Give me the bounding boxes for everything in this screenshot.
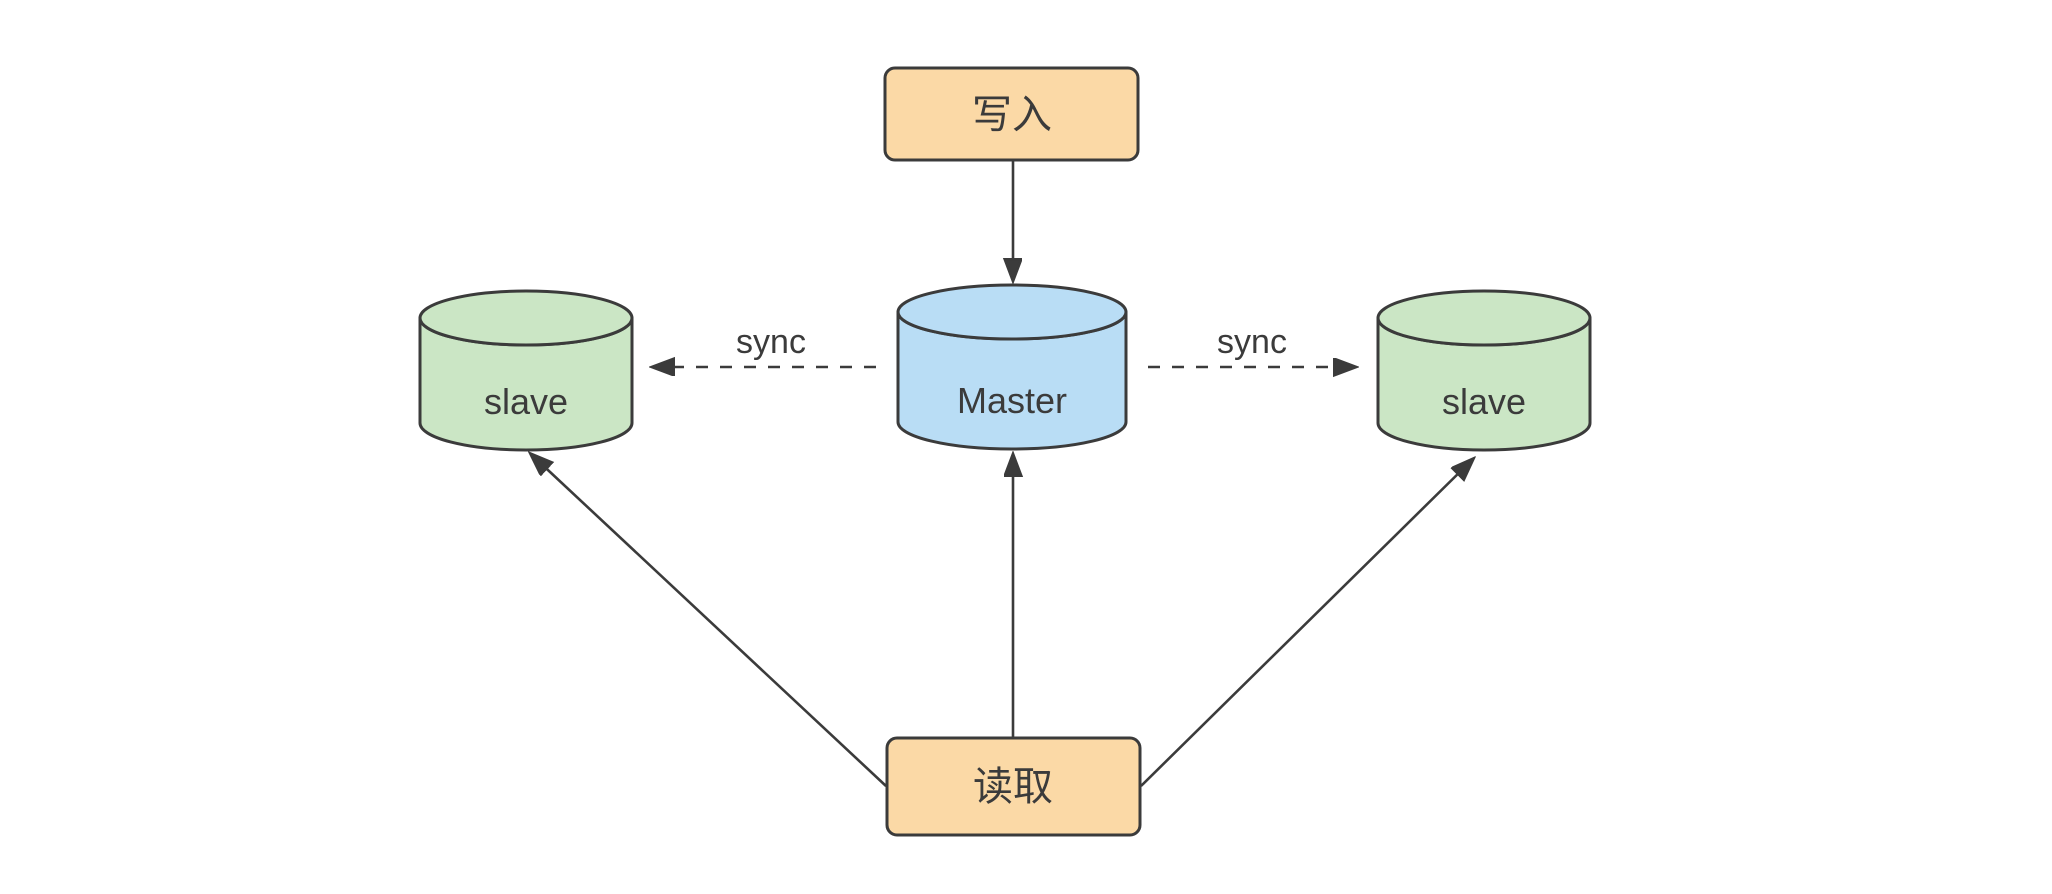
- node-master: Master: [896, 283, 1128, 451]
- master-label: Master: [957, 380, 1067, 421]
- sync-label-left: sync: [736, 323, 806, 361]
- slave-left-cylinder-lid: [418, 289, 634, 347]
- sync-label-right: sync: [1217, 323, 1287, 361]
- slave-left-label: slave: [484, 381, 568, 422]
- master-cylinder-lid: [896, 283, 1128, 341]
- edge-read-to-slave-left: [534, 457, 887, 787]
- write-box: [883, 66, 1140, 162]
- node-write: 写入: [883, 66, 1140, 162]
- node-slave-left: slave: [418, 289, 634, 452]
- slave-right-label: slave: [1442, 381, 1526, 422]
- write-label: 写入: [972, 93, 1052, 137]
- edge-read-to-slave-right: [1140, 462, 1470, 787]
- slave-right-cylinder-lid: [1376, 289, 1592, 347]
- read-label: 读取: [973, 765, 1053, 809]
- node-slave-right: slave: [1376, 289, 1592, 452]
- node-read: 读取: [885, 736, 1142, 837]
- edge-group: sync sync: [534, 161, 1470, 787]
- read-box: [885, 736, 1142, 837]
